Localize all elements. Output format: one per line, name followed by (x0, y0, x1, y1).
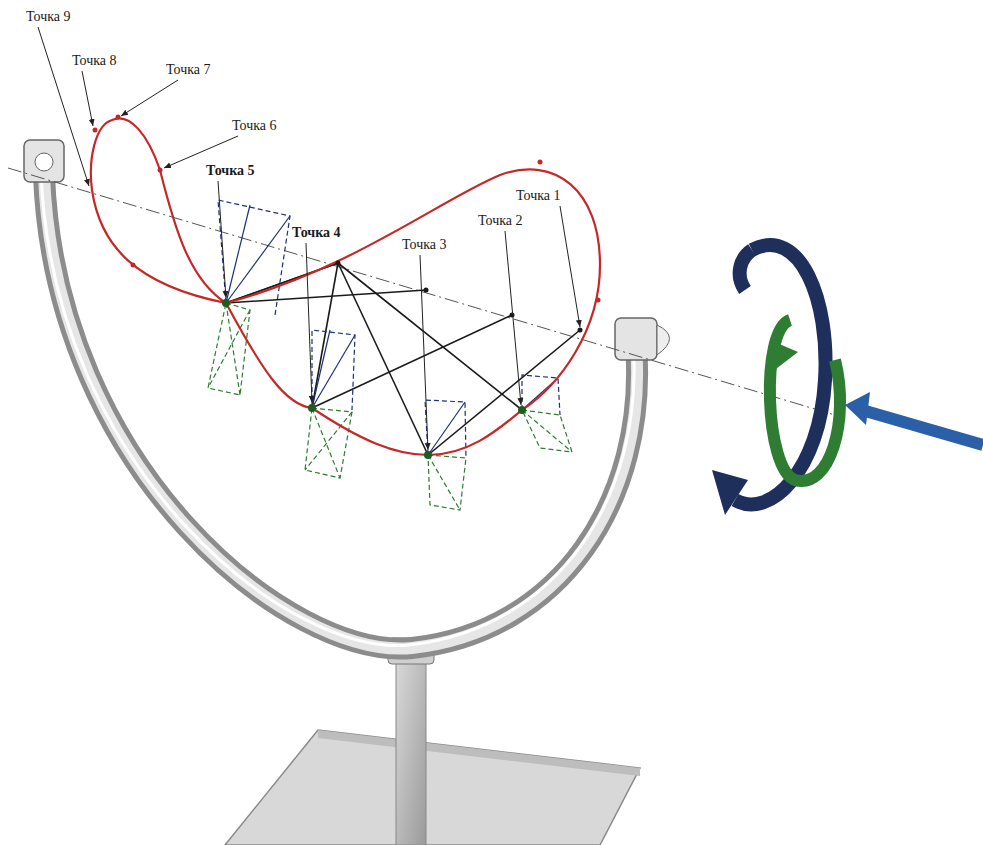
point-label: Точка 9 (26, 9, 70, 25)
point-label: Точка 1 (516, 188, 560, 204)
point-label: Точка 7 (166, 62, 210, 78)
right-bracket (615, 318, 657, 360)
blue-frames (218, 200, 560, 458)
axis-dots (336, 261, 583, 333)
base-edge (318, 730, 640, 776)
left-bracket (24, 140, 64, 182)
point-label: Точка 6 (232, 118, 276, 134)
cone-tip (657, 325, 670, 355)
frame-shine (41, 172, 634, 646)
joint-dots (222, 299, 526, 459)
post (396, 660, 426, 845)
point-label: Точка 2 (478, 213, 522, 229)
trajectory (91, 118, 600, 455)
leader-lines (38, 27, 580, 450)
rotation-axis (8, 168, 845, 418)
green-frames (208, 303, 572, 510)
frame-tube (44, 175, 637, 649)
rotation-arrows (712, 245, 983, 515)
linkage (226, 263, 580, 455)
point-label: Точка 4 (292, 225, 341, 241)
point-label: Точка 5 (206, 163, 255, 179)
bearing (35, 153, 53, 171)
trajectory-marks (93, 115, 601, 303)
frame-highlight (44, 175, 637, 649)
point-label: Точка 3 (402, 237, 446, 253)
point-label: Точка 8 (72, 53, 116, 69)
base-plate (225, 730, 640, 845)
